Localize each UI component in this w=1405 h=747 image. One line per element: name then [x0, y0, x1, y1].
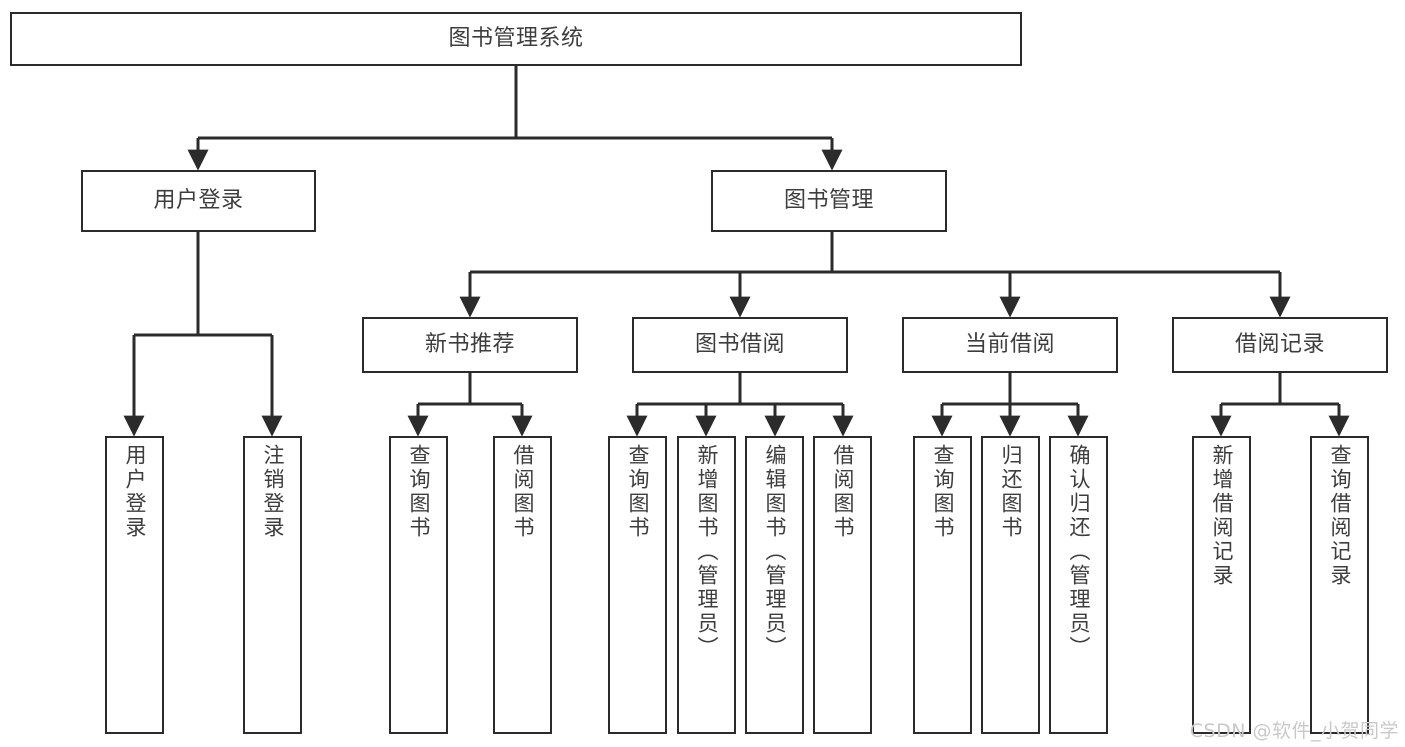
node-leaf-query-book-3[interactable]: 查询图书 — [913, 436, 972, 734]
node-current-borrow-label: 当前借阅 — [964, 332, 1055, 358]
node-leaf-add-record[interactable]: 新增借阅记录 — [1192, 436, 1251, 734]
node-leaf-add-book-label: 新增图书（管理员） — [695, 444, 719, 660]
node-leaf-borrow-book-2[interactable]: 借阅图书 — [813, 436, 872, 734]
node-root-label: 图书管理系统 — [448, 26, 584, 52]
node-leaf-query-book-2-label: 查询图书 — [626, 444, 650, 540]
node-leaf-borrow-book-1-label: 借阅图书 — [511, 444, 535, 540]
node-current-borrow[interactable]: 当前借阅 — [902, 317, 1118, 373]
node-book-borrow[interactable]: 图书借阅 — [632, 317, 848, 373]
node-leaf-logout-label: 注销登录 — [261, 444, 285, 540]
node-book-management-label: 图书管理 — [783, 188, 874, 214]
node-leaf-query-record[interactable]: 查询借阅记录 — [1310, 436, 1369, 734]
node-leaf-borrow-book-1[interactable]: 借阅图书 — [493, 436, 552, 734]
watermark: CSDN @软件_小贺同学 — [1189, 720, 1399, 742]
node-user-login-label: 用户登录 — [153, 188, 244, 214]
node-leaf-return-book[interactable]: 归还图书 — [981, 436, 1040, 734]
node-leaf-logout[interactable]: 注销登录 — [243, 436, 302, 734]
node-leaf-query-book-1-label: 查询图书 — [407, 444, 431, 540]
node-leaf-return-book-label: 归还图书 — [999, 444, 1023, 540]
node-new-book-recommend[interactable]: 新书推荐 — [362, 317, 578, 373]
node-leaf-borrow-book-2-label: 借阅图书 — [831, 444, 855, 540]
node-leaf-user-login[interactable]: 用户登录 — [105, 436, 164, 734]
node-book-borrow-label: 图书借阅 — [694, 332, 785, 358]
node-leaf-edit-book-label: 编辑图书（管理员） — [763, 444, 787, 660]
node-leaf-user-login-label: 用户登录 — [123, 444, 147, 540]
node-leaf-query-book-1[interactable]: 查询图书 — [389, 436, 448, 734]
node-leaf-add-record-label: 新增借阅记录 — [1210, 444, 1234, 588]
node-leaf-query-book-3-label: 查询图书 — [931, 444, 955, 540]
node-borrow-record[interactable]: 借阅记录 — [1172, 317, 1388, 373]
node-leaf-edit-book[interactable]: 编辑图书（管理员） — [745, 436, 804, 734]
node-leaf-add-book[interactable]: 新增图书（管理员） — [677, 436, 736, 734]
node-new-book-recommend-label: 新书推荐 — [424, 332, 515, 358]
node-root[interactable]: 图书管理系统 — [10, 12, 1022, 66]
node-borrow-record-label: 借阅记录 — [1234, 332, 1325, 358]
node-book-management[interactable]: 图书管理 — [711, 170, 947, 232]
node-leaf-query-record-label: 查询借阅记录 — [1328, 444, 1352, 588]
node-leaf-confirm-return-label: 确认归还（管理员） — [1067, 444, 1091, 660]
node-leaf-query-book-2[interactable]: 查询图书 — [608, 436, 667, 734]
node-user-login[interactable]: 用户登录 — [81, 170, 316, 232]
node-leaf-confirm-return[interactable]: 确认归还（管理员） — [1049, 436, 1108, 734]
